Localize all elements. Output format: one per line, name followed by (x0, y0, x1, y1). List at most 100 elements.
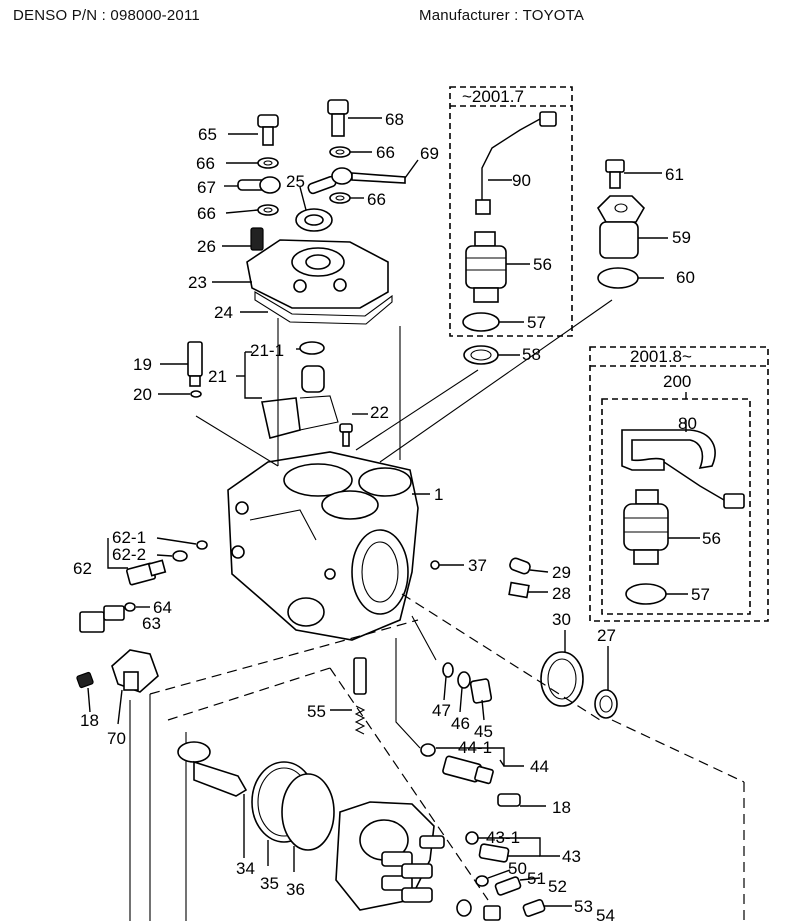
callout-62-2: 62-2 (112, 545, 146, 564)
callout-46: 46 (451, 714, 470, 733)
harness-90 (475, 111, 557, 215)
callout-22: 22 (370, 403, 389, 422)
callout-57: 57 (527, 313, 546, 332)
callout-47: 47 (432, 701, 451, 720)
fitting-62 (107, 537, 208, 586)
callout-21: 21 (208, 367, 227, 386)
callout-44-1: 44-1 (458, 738, 492, 757)
late-range-label: 2001.8~ (630, 347, 692, 366)
callout-25: 25 (286, 172, 305, 191)
callout-26: 26 (197, 237, 216, 256)
oring-60 (597, 267, 664, 289)
callout-70: 70 (107, 729, 126, 748)
cover-23 (212, 239, 389, 309)
callout-57: 57 (691, 585, 710, 604)
callout-66: 66 (367, 190, 386, 209)
seal-25 (295, 186, 333, 232)
callout-43-1: 43-1 (486, 828, 520, 847)
callout-29: 29 (552, 563, 571, 582)
washer-58 (463, 345, 520, 365)
bolt-18a (76, 671, 94, 713)
pump-housing-1 (227, 451, 430, 641)
pin-29 (509, 557, 549, 575)
callout-65: 65 (198, 125, 217, 144)
pin-19 (160, 341, 203, 387)
oring-57-late (625, 583, 688, 605)
key-28 (508, 581, 548, 599)
oring-57-early (462, 312, 524, 332)
callout-63: 63 (142, 614, 161, 633)
callout-56: 56 (702, 529, 721, 548)
fitting-50-54 (456, 869, 572, 921)
callout-59: 59 (672, 228, 691, 247)
early-range-label: ~2001.7 (462, 87, 524, 106)
late-model-box: 2001.8~ 200 (589, 346, 769, 622)
callout-36: 36 (286, 880, 305, 899)
manufacturer-label: Manufacturer : TOYOTA (419, 7, 585, 24)
callout-27: 27 (597, 626, 616, 645)
callout-90: 90 (512, 171, 531, 190)
callout-60: 60 (676, 268, 695, 287)
callout-23: 23 (188, 273, 207, 292)
pump-head-lower (335, 801, 445, 911)
callout-62: 62 (73, 559, 92, 578)
callout-62-1: 62-1 (112, 528, 146, 547)
bracket-70 (111, 649, 159, 725)
sensor-21 (236, 341, 339, 439)
callout-66: 66 (197, 204, 216, 223)
bolt-68 (327, 99, 382, 137)
early-model-box: ~2001.7 (449, 86, 573, 337)
valve-59 (597, 195, 668, 259)
bolt-65 (228, 114, 279, 146)
solenoid-56-early (465, 231, 530, 303)
callout-35: 35 (260, 874, 279, 893)
callout-28: 28 (552, 584, 571, 603)
bolt-18b (497, 793, 546, 807)
callout-24: 24 (214, 303, 233, 322)
callout-66: 66 (196, 154, 215, 173)
bearing-27 (594, 646, 618, 719)
callout-20: 20 (133, 385, 152, 404)
gasket-24 (240, 291, 393, 325)
callout-18: 18 (552, 798, 571, 817)
fitting-43 (465, 831, 560, 863)
callout-66: 66 (376, 143, 395, 162)
callout-61: 61 (665, 165, 684, 184)
oring-37 (430, 560, 464, 570)
callout-51: 51 (527, 869, 546, 888)
callout-37: 37 (468, 556, 487, 575)
valve-44 (420, 743, 524, 785)
callout-45: 45 (474, 722, 493, 741)
solenoid-56-late (623, 489, 700, 565)
callout-55: 55 (307, 702, 326, 721)
callout-50: 50 (508, 859, 527, 878)
callout-52: 52 (548, 877, 567, 896)
callout-64: 64 (153, 598, 172, 617)
callout-44: 44 (530, 757, 549, 776)
callout-54: 54 (596, 906, 615, 921)
callout-43: 43 (562, 847, 581, 866)
banjo-pipe-69 (307, 159, 419, 195)
banjo-fitting-67 (224, 176, 281, 194)
pin-55 (330, 657, 367, 735)
bolt-61 (605, 159, 662, 189)
sensor-63-64 (79, 602, 150, 633)
callout-18: 18 (80, 711, 99, 730)
callout-67: 67 (197, 178, 216, 197)
callout-68: 68 (385, 110, 404, 129)
harness-80 (621, 420, 745, 509)
callout-53: 53 (574, 897, 593, 916)
screw-22 (339, 413, 368, 447)
callout-1: 1 (434, 485, 443, 504)
screw-26 (222, 227, 264, 251)
plug-45-47 (442, 662, 493, 721)
callout-69: 69 (420, 144, 439, 163)
part-number-label: DENSO P/N : 098000-2011 (13, 7, 200, 24)
callouts: 65 68 66 66 69 67 25 66 66 26 23 24 90 5… (73, 110, 721, 921)
callout-56: 56 (533, 255, 552, 274)
drive-shaft-34 (177, 741, 248, 858)
washer-20 (158, 390, 202, 398)
seal-30 (540, 630, 584, 707)
washers-66 (225, 146, 372, 216)
